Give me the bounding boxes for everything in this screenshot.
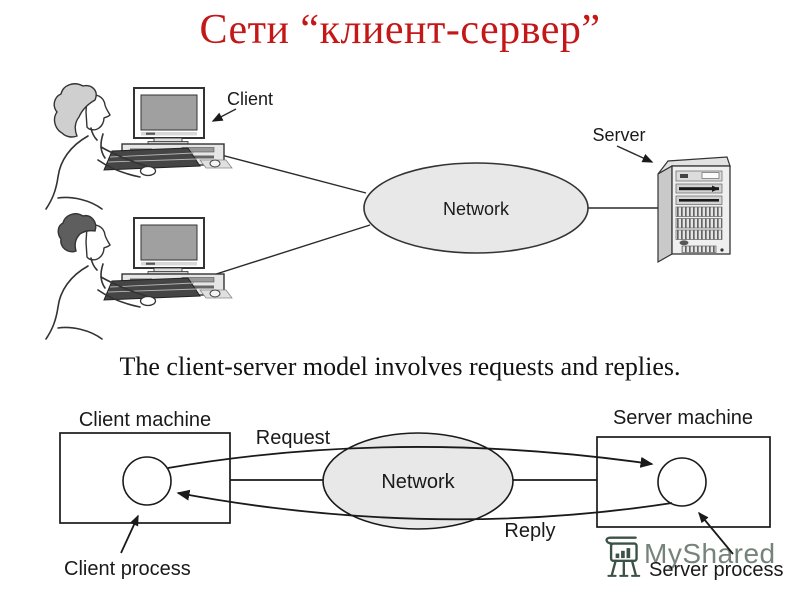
client-process-circle [122, 456, 172, 506]
network-label-lower: Network [381, 471, 455, 493]
server-process-pointer [698, 511, 734, 555]
upper-diagram: Network [45, 83, 731, 340]
lower-diagram: Network Client machine Server machine Re… [59, 407, 784, 581]
flipchart-bars [615, 548, 631, 559]
vent-grille [681, 245, 717, 253]
network-ellipse-lower [322, 432, 514, 530]
client-workstation-1 [45, 83, 233, 210]
client-workstation-2 [45, 213, 233, 340]
client-label-arrow [211, 108, 237, 122]
request-label: Request [256, 427, 331, 449]
client-machine-box [59, 432, 231, 524]
reply-arrow [176, 489, 673, 521]
vent-grille [675, 218, 723, 229]
client-label: Client [227, 89, 273, 109]
client-machine-label: Client machine [79, 409, 211, 431]
reply-label: Reply [504, 520, 555, 542]
server-machine-box [596, 436, 771, 528]
vent-grille [675, 229, 723, 240]
power-button [679, 240, 689, 246]
woman-hair [53, 83, 97, 138]
network-ellipse-upper [363, 162, 589, 254]
vent-grille [675, 206, 723, 217]
client-process-label: Client process [64, 558, 191, 580]
flipchart-legs [610, 559, 637, 576]
myshared-logo-icon [605, 536, 641, 577]
myshared-logo-text: MyShared [644, 538, 776, 569]
man-hair [57, 213, 97, 253]
client1-network-link [205, 150, 367, 194]
client-process-pointer [120, 514, 139, 554]
network-label-upper: Network [443, 199, 510, 219]
server-process-label: Server process [649, 559, 784, 581]
subtitle-text: The client-server model involves request… [119, 352, 681, 381]
drive-bay [675, 170, 723, 182]
myshared-watermark: MyShared [600, 533, 800, 588]
request-arrow [167, 446, 654, 469]
server-tower-icon [657, 156, 731, 264]
server-label-arrow [616, 145, 654, 163]
server-label: Server [592, 125, 645, 145]
client2-network-link [209, 224, 371, 277]
flipchart-board [609, 542, 638, 562]
slide-title: Сети “клиент-сервер” [199, 7, 601, 53]
flipchart-curl [605, 536, 637, 545]
server-machine-label: Server machine [613, 407, 753, 429]
server-process-circle [657, 457, 707, 507]
